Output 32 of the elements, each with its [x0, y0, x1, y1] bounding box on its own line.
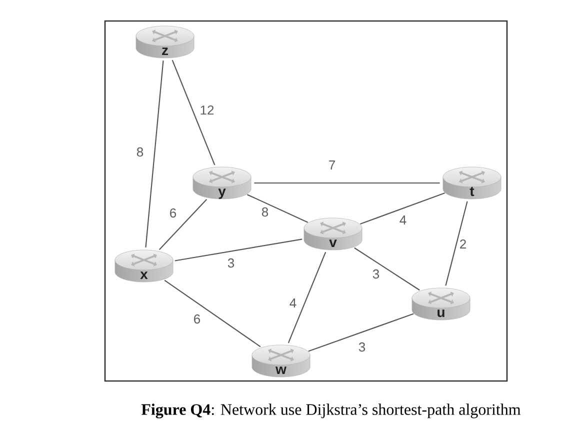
router: w — [252, 344, 310, 378]
link-line — [288, 252, 326, 344]
link-line — [445, 201, 468, 286]
edge-label: 12 — [198, 104, 216, 116]
edge-label: 7 — [328, 160, 336, 170]
edge-label: 6 — [168, 208, 178, 218]
link-line — [145, 60, 164, 248]
figure-caption: Figure Q4: Network use Dijkstra’s shortest-path algorithm — [141, 404, 521, 418]
edge-label: 3 — [372, 268, 380, 280]
edge-label: 3 — [226, 258, 236, 268]
router: y — [192, 166, 252, 200]
link-line — [360, 192, 446, 225]
router: z — [136, 26, 194, 58]
link-line — [354, 247, 420, 291]
router: u — [412, 288, 470, 320]
router: v — [304, 218, 362, 250]
link-line — [172, 60, 216, 166]
edge-label: 8 — [136, 146, 144, 158]
edge-label: 8 — [260, 206, 270, 218]
edge-label: 4 — [288, 298, 298, 308]
link-line — [308, 313, 414, 352]
link-line — [246, 194, 308, 223]
edge-label: 4 — [398, 214, 408, 226]
link-line — [158, 198, 208, 250]
router: t — [442, 166, 502, 200]
edge-label: 2 — [458, 238, 468, 250]
link-line — [254, 182, 440, 184]
link-line — [164, 280, 261, 348]
router: x — [114, 250, 174, 282]
link-line — [174, 238, 302, 262]
edge-label: 3 — [358, 342, 366, 352]
edge-label: 6 — [192, 314, 202, 324]
